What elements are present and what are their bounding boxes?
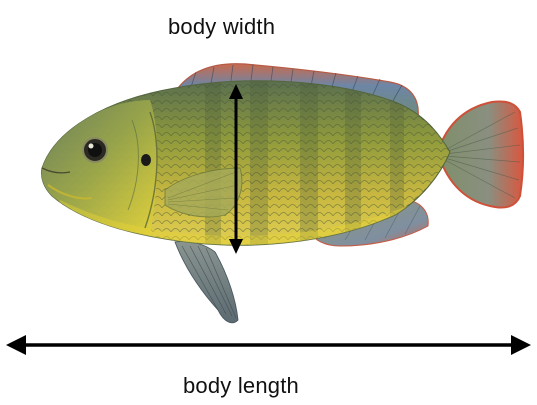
tail-fin: [438, 101, 523, 207]
pelvic-fin: [175, 241, 238, 322]
body-length-arrow: [6, 335, 531, 355]
gill-spot: [141, 154, 151, 166]
body-length-label: body length: [183, 373, 299, 399]
eye-icon: [83, 138, 107, 162]
